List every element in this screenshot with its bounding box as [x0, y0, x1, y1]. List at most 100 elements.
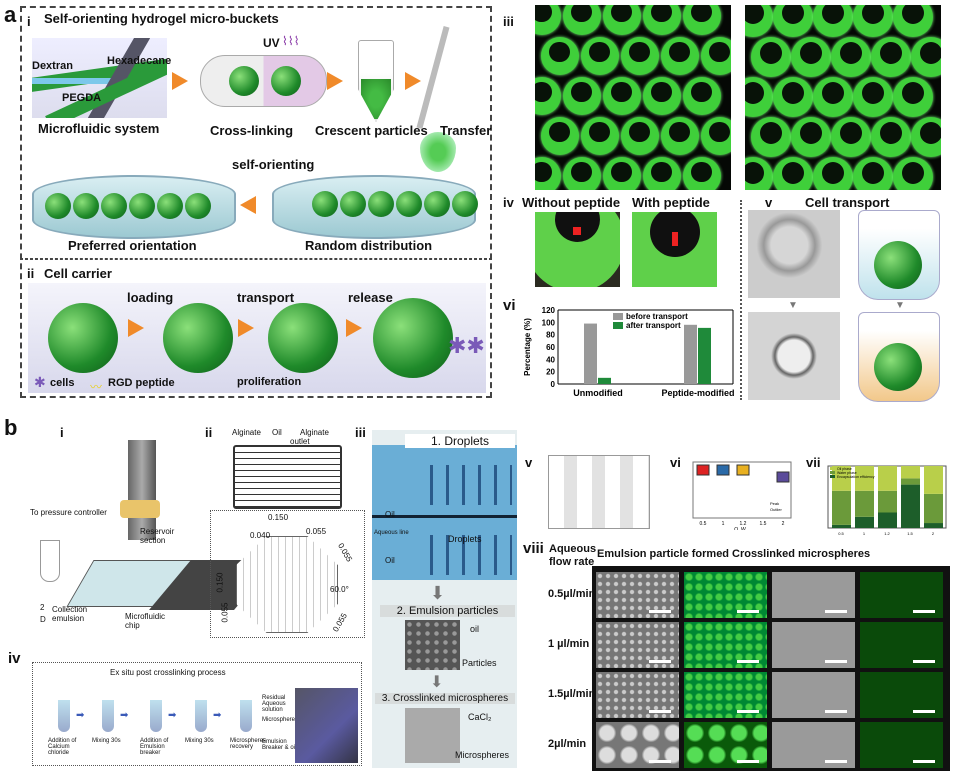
- flow-rate-label: 1.5µl/min: [548, 688, 596, 700]
- y-tick-label: 40: [546, 355, 555, 364]
- label-aqueous: Aqueous line: [374, 530, 409, 536]
- microbucket: [745, 5, 773, 37]
- tube-label: Emulsion Breaker & oil: [262, 739, 297, 751]
- microbucket: [853, 77, 893, 117]
- microfluidic-image: [32, 38, 167, 118]
- label-2: 2: [40, 603, 45, 612]
- a-iii-num: iii: [503, 14, 514, 29]
- dim-1: 0.040: [250, 531, 271, 540]
- scale-bar: [825, 660, 847, 663]
- microbucket: [535, 77, 561, 115]
- y-tick-label: 60: [546, 343, 555, 352]
- arrow-icon: [240, 196, 256, 214]
- microbucket: [541, 117, 579, 155]
- microbucket: [340, 191, 366, 217]
- fluorescence-image-1: [535, 5, 731, 190]
- y-tick-label: 120: [542, 306, 556, 315]
- y-tick-label: 100: [542, 318, 556, 327]
- scale-bar: [913, 760, 935, 763]
- photo-tube: [295, 688, 358, 763]
- microbucket: [424, 191, 450, 217]
- flow-rate-label: 1 µl/min: [548, 638, 590, 650]
- iv-step-label: Microspheres recovery: [230, 738, 267, 750]
- bar-segment: [878, 490, 897, 513]
- viii-row-header: Aqueous flow rate: [549, 543, 597, 568]
- microbucket: [563, 77, 601, 115]
- microbucket: [396, 191, 422, 217]
- microbucket: [683, 5, 721, 35]
- a-i-num: i: [27, 14, 31, 29]
- label-cells: cells: [50, 377, 75, 389]
- microscopy-image: [684, 672, 767, 718]
- microbucket: [701, 37, 731, 75]
- label-dextran: Dextran: [32, 60, 73, 72]
- arrow-icon: ➡: [213, 710, 222, 721]
- scale-bar: [825, 760, 847, 763]
- microbucket: [911, 117, 941, 157]
- microbucket: [745, 77, 773, 117]
- b-ii-num: ii: [205, 425, 213, 440]
- step-2-label: 2. Emulsion particles: [380, 605, 515, 617]
- tube-label: Residual Aqueous solution: [262, 695, 286, 713]
- dim-0: 0.150: [268, 513, 289, 522]
- microbucket: [157, 193, 183, 219]
- legend-label: Peak: [770, 501, 779, 506]
- a-v-num: v: [765, 195, 773, 210]
- microscopy-image: [596, 622, 679, 668]
- legend-label: after transport: [626, 321, 681, 330]
- dim-2: 0.055: [306, 527, 327, 536]
- arrow-icon: ➡: [168, 710, 177, 721]
- a-ii-title: Cell carrier: [44, 266, 112, 281]
- frame: [692, 461, 792, 519]
- emulsion-particles-image: [405, 620, 460, 670]
- scale-bar: [649, 760, 671, 763]
- label-oil-1: Oil: [385, 510, 395, 519]
- label-pegda: PEGDA: [62, 92, 102, 104]
- label-uv: UV: [263, 36, 280, 50]
- microscopy-image: [860, 722, 943, 768]
- bar-segment: [901, 466, 920, 479]
- crosslinked-image: [405, 708, 460, 763]
- iv-box: [32, 662, 362, 766]
- label-reservoir: Reservoir section: [140, 527, 175, 545]
- fluorescence-image-2: [745, 5, 941, 190]
- tube-icon: [240, 700, 252, 732]
- label-cacl2: CaCl₂: [468, 712, 492, 722]
- legend-label: Encapsulation efficiency: [837, 475, 875, 479]
- microbucket: [893, 5, 933, 37]
- arrow-icon: ➡: [120, 710, 129, 721]
- microbucket: [831, 37, 871, 77]
- beaker-before: [858, 210, 940, 300]
- microscopy-image: [772, 722, 855, 768]
- microbucket: [791, 117, 831, 157]
- label-proliferation: proliferation: [237, 376, 302, 388]
- a-iv-num: iv: [503, 195, 514, 210]
- chip-detail-box: [210, 510, 365, 638]
- label-chip: Microfluidic chip: [125, 612, 166, 630]
- step-release: release: [348, 290, 393, 305]
- bar-segment: [878, 466, 897, 491]
- dim-5: 0.150: [215, 572, 225, 593]
- scale-bar: [913, 610, 935, 613]
- microbucket: [893, 77, 933, 117]
- label-alginate-2: Alginate: [300, 428, 329, 437]
- microbucket: [45, 193, 71, 219]
- x-tick-label: Unmodified: [573, 388, 623, 398]
- label-particles: Particles: [462, 658, 497, 668]
- rgd-icon: 〰: [90, 380, 103, 394]
- x-axis-label: Q_W: [734, 527, 746, 530]
- microscopy-image: [772, 572, 855, 618]
- b-viii-num: viii: [523, 540, 544, 557]
- microbucket: [643, 77, 681, 115]
- label-self-orienting: self-orienting: [232, 157, 315, 172]
- dim-4: 60.0°: [330, 585, 349, 594]
- microscopy-image: [860, 572, 943, 618]
- panel-a-letter: a: [4, 2, 17, 27]
- tube-icon: [58, 700, 70, 732]
- label-hexadecane: Hexadecane: [107, 55, 172, 67]
- box: [776, 471, 790, 483]
- microbucket: [312, 191, 338, 217]
- x-tick-label: 2: [782, 521, 785, 527]
- scale-bar: [913, 710, 935, 713]
- legend-swatch: [613, 322, 623, 329]
